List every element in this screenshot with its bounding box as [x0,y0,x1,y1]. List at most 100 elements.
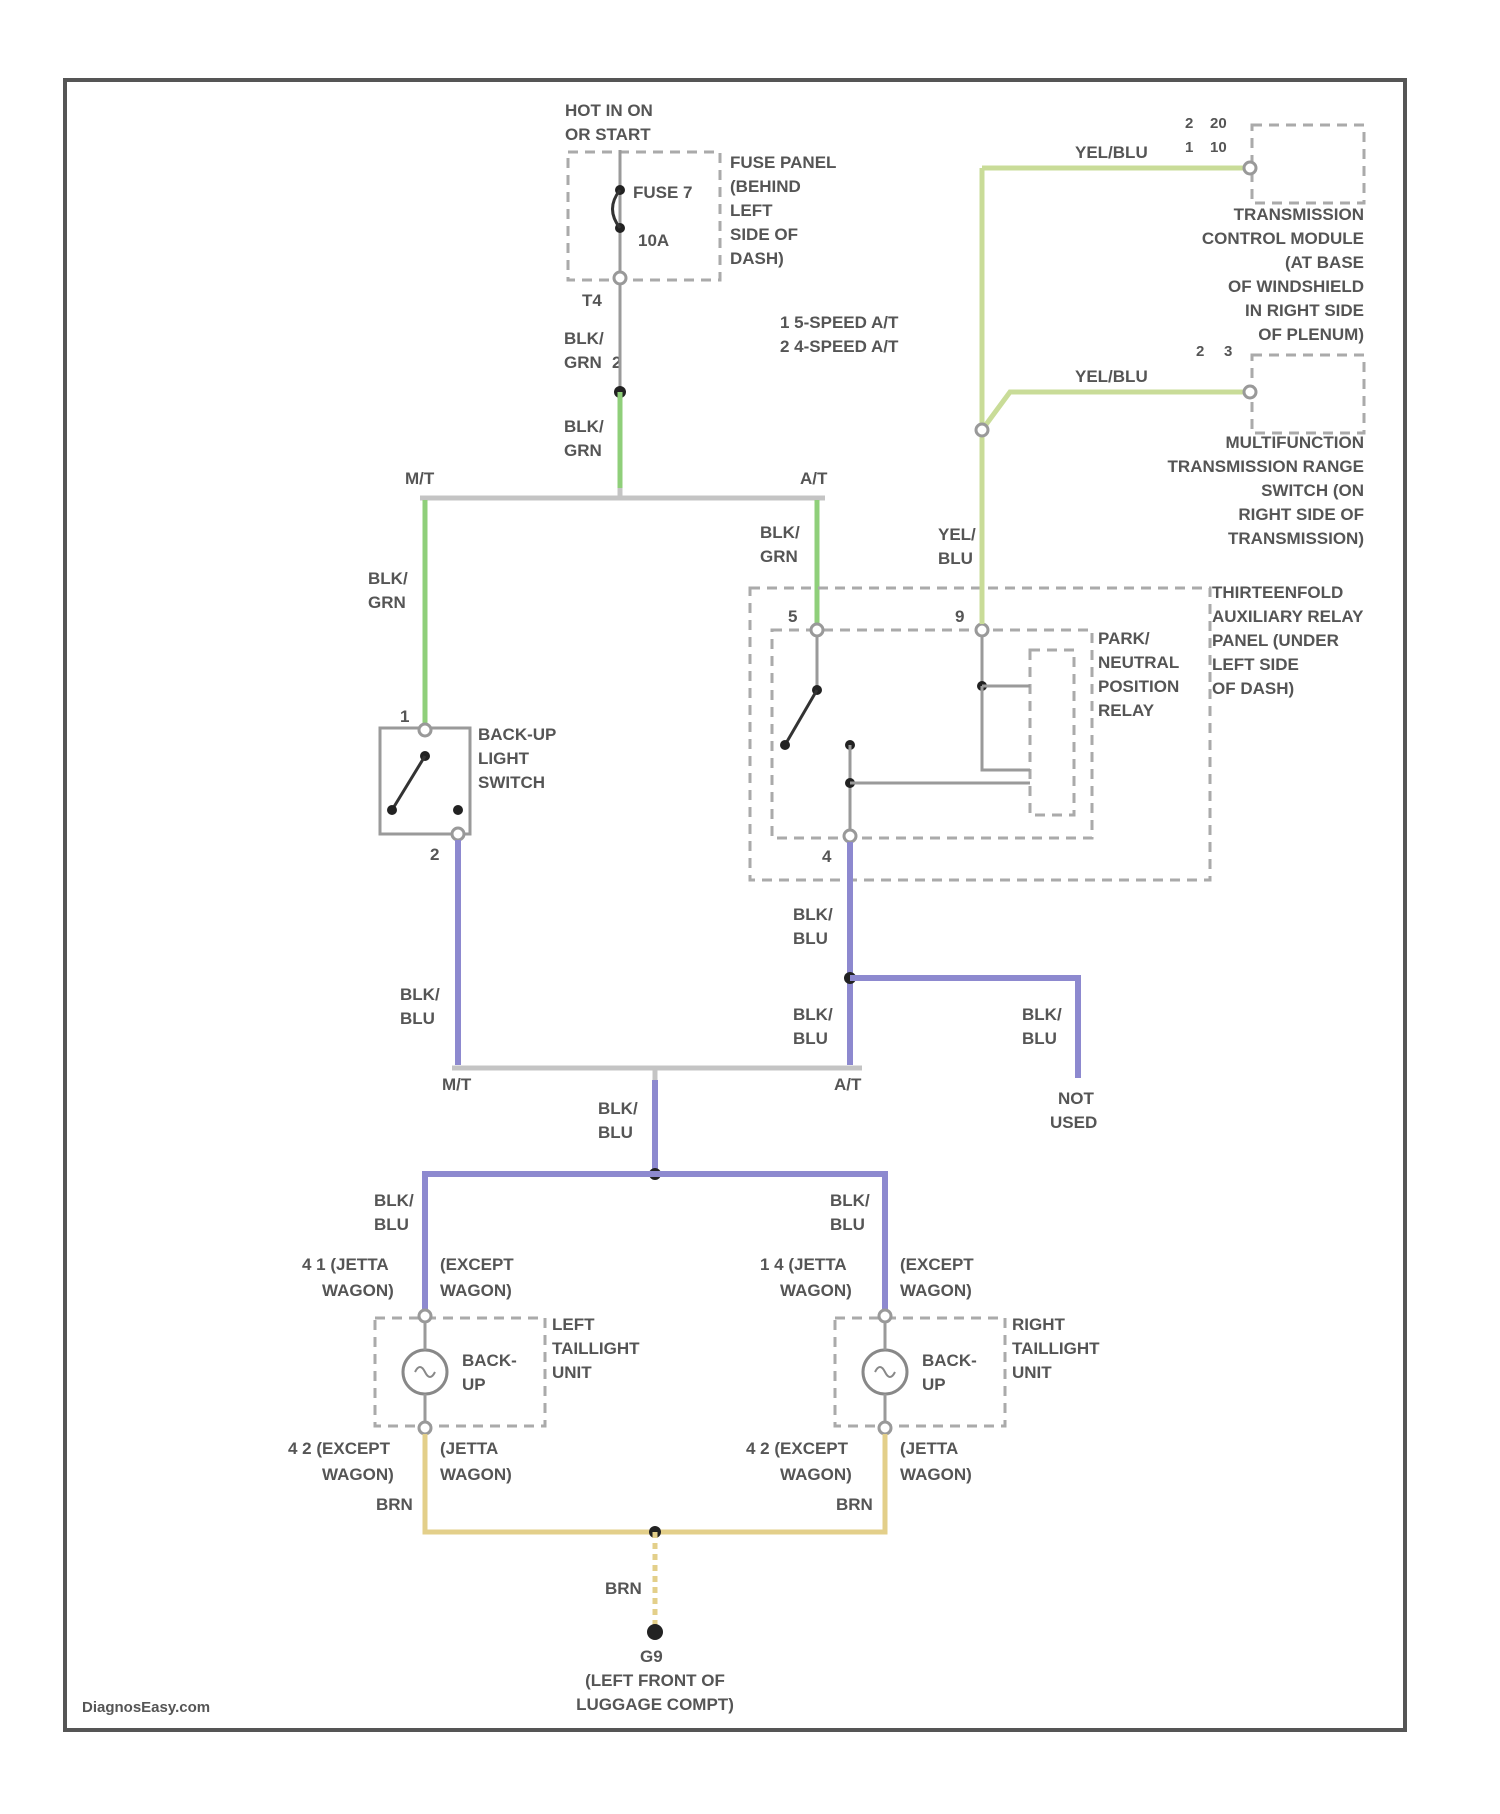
transmission-control-module: 2 1 20 10 TRANSMISSION CONTROL MODULE (A… [1185,115,1364,344]
tcm-pin [1244,162,1256,174]
fuse-panel-box [568,152,720,280]
pn-relay-pin-in-label: 5 [788,607,797,626]
pn-relay-pin-coil [976,624,988,636]
splice-yel-blu [976,424,988,436]
wire-label-at-blu-3: BLK/ [793,1005,833,1024]
tcm-pin-1: 2 [1185,115,1193,132]
tcm-box [1252,125,1364,203]
ground-location-2: LUGGAGE COMPT) [576,1695,734,1714]
not-used-label-2: USED [1050,1113,1097,1132]
backup-switch-label-3: SWITCH [478,773,545,792]
right-lamp-top-pin-1: 1 4 (JETTA [760,1255,847,1274]
pn-relay-coil [1030,650,1074,815]
range-switch-label-4: RIGHT SIDE OF [1238,505,1364,524]
tcm-label-3: (AT BASE [1285,253,1364,272]
left-lamp-bottom-pin-3: (JETTA [440,1439,498,1458]
tcm-label-4: OF WINDSHIELD [1228,277,1364,296]
left-lamp-top-pin-3: (EXCEPT [440,1255,514,1274]
range-switch-label-1: MULTIFUNCTION [1226,433,1365,452]
right-bulb-label-1: BACK- [922,1351,977,1370]
branch-mt-bottom: M/T [442,1075,472,1094]
relay-panel-label-5: OF DASH) [1212,679,1294,698]
wire-label-fuse-1: BLK/ [564,329,604,348]
wire-label-brn-right: BRN [836,1495,873,1514]
wire-label-tcm: YEL/BLU [1075,143,1148,162]
branch-at-top: A/T [800,469,828,488]
pn-relay-pin-in [811,624,823,636]
left-lamp-top-pin-4: WAGON) [440,1281,512,1300]
range-switch-pin-2: 3 [1224,343,1232,360]
wire-label-at-2: GRN [760,547,798,566]
wire-label-mt-1: BLK/ [368,569,408,588]
right-lamp-box [835,1318,1005,1426]
multifunction-range-switch: 2 3 MULTIFUNCTION TRANSMISSION RANGE SWI… [1168,343,1364,548]
wire-label-range: YEL/BLU [1075,367,1148,386]
backup-switch-box [380,728,470,834]
left-bulb-label-1: BACK- [462,1351,517,1370]
fuse-panel-label-2: (BEHIND [730,177,801,196]
range-switch-pin [1244,386,1256,398]
left-unit-label-2: TAILLIGHT [552,1339,640,1358]
legend-item-2: 2 4-SPEED A/T [780,337,899,356]
tcm-label-6: OF PLENUM) [1258,325,1364,344]
fuse-panel-label-4: SIDE OF [730,225,798,244]
range-switch-label-2: TRANSMISSION RANGE [1168,457,1364,476]
wire-label-mt-blu-2: BLU [400,1009,435,1028]
right-lamp-bottom-pin-1: 4 2 (EXCEPT [746,1439,849,1458]
right-lamp-bottom-pin-4: WAGON) [900,1465,972,1484]
fuse-panel-label-1: FUSE PANEL [730,153,836,172]
fuse-name: FUSE 7 [633,183,693,202]
wire-label-left-1: BLK/ [374,1191,414,1210]
left-unit-label-3: UNIT [552,1363,592,1382]
tcm-label-5: IN RIGHT SIDE [1245,301,1364,320]
pn-relay-label-1: PARK/ [1098,629,1150,648]
diagram-frame [65,80,1405,1730]
wire-label-main-2: GRN [564,441,602,460]
wire-label-right-2: BLU [830,1215,865,1234]
relay-panel-label-1: THIRTEENFOLD [1212,583,1343,602]
wire-label-brn-left: BRN [376,1495,413,1514]
wire-blk-blu-not-used [850,978,1078,1078]
tcm-pin-4: 10 [1210,139,1227,156]
wire-label-common-1: BLK/ [598,1099,638,1118]
wire-label-relay-2: BLU [938,549,973,568]
range-switch-label-3: SWITCH (ON [1261,481,1364,500]
right-unit-label-3: UNIT [1012,1363,1052,1382]
right-lamp-top-pin-2: WAGON) [780,1281,852,1300]
relay-panel-label-2: AUXILIARY RELAY [1212,607,1364,626]
backup-switch-pin-out-label: 2 [430,845,439,864]
legend-item-1: 1 5-SPEED A/T [780,313,899,332]
hot-label-2: OR START [565,125,651,144]
wire-label-relay-1: YEL/ [938,525,976,544]
left-unit-label-1: LEFT [552,1315,595,1334]
not-used-label-1: NOT [1058,1089,1095,1108]
wire-label-at-1: BLK/ [760,523,800,542]
wire-label-main-1: BLK/ [564,417,604,436]
pn-relay-box [772,630,1092,838]
right-lamp-top-pin-4: WAGON) [900,1281,972,1300]
fuse-rating: 10A [638,231,669,250]
wire-label-at-blu-4: BLU [793,1029,828,1048]
relay-panel-label-4: LEFT SIDE [1212,655,1299,674]
right-lamp-bottom-pin-3: (JETTA [900,1439,958,1458]
ground-point [647,1624,663,1640]
ground-name: G9 [640,1647,663,1666]
fuse-panel: HOT IN ON OR START FUSE 7 10A FUSE PANEL… [565,101,836,310]
range-switch-box [1252,355,1364,433]
fuse-connector-label: T4 [582,291,602,310]
pn-relay-pin-coil-label: 9 [955,607,964,626]
pn-relay-label-4: RELAY [1098,701,1155,720]
fuse-panel-label-5: DASH) [730,249,784,268]
tcm-pin-3: 20 [1210,115,1227,132]
hot-label-1: HOT IN ON [565,101,653,120]
wire-label-brn-ground: BRN [605,1579,642,1598]
park-neutral-relay: 5 9 4 PARK/ NEUTRAL POSITION RELAY [772,607,1179,866]
left-lamp-box [375,1318,545,1426]
left-lamp-top-pin-1: 4 1 (JETTA [302,1255,389,1274]
tcm-pin-2: 1 [1185,139,1193,156]
wire-label-at-blu-1: BLK/ [793,905,833,924]
pn-relay-pin-out [844,830,856,842]
pn-relay-pin-out-label: 4 [822,847,832,866]
tcm-label-1: TRANSMISSION [1234,205,1364,224]
